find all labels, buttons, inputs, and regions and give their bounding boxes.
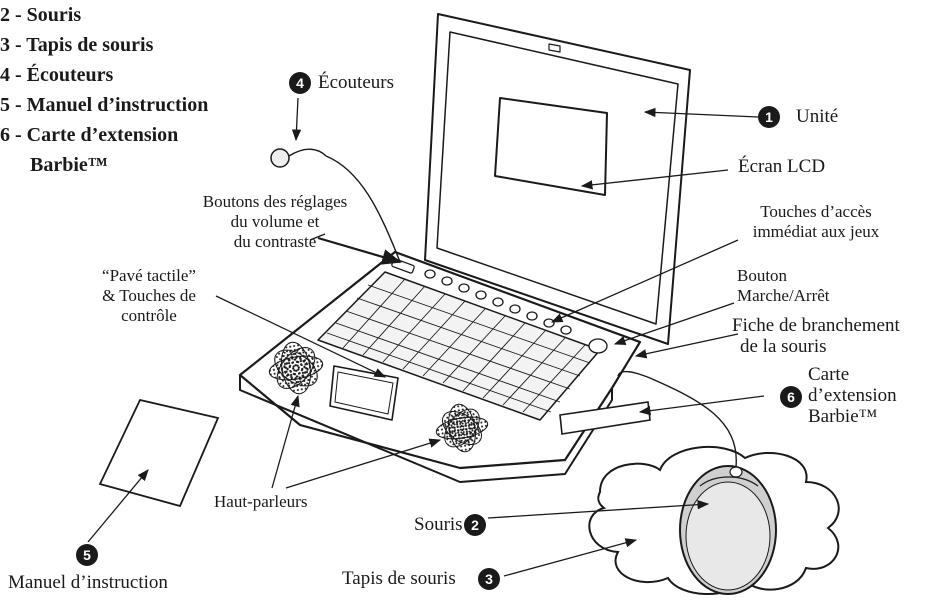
label-haut-parleurs: Haut-parleurs [214, 492, 308, 511]
label-ecran-lcd: Écran LCD [738, 156, 826, 177]
badge-ecouteurs: 4 [289, 72, 311, 94]
lcd-screen [494, 97, 608, 196]
list-item-souris: 2 - Souris [0, 4, 82, 26]
speaker-right [435, 403, 489, 453]
label-touches-acces: Touches d’accès immédiat aux jeux [752, 202, 880, 241]
label-fiche-branchement: Fiche de branchement de la souris [732, 315, 900, 357]
label-ecouteurs: Écouteurs [318, 72, 394, 93]
list-item-tapis: 3 - Tapis de souris [0, 34, 154, 56]
badge-unite: 1 [758, 106, 780, 128]
badge-carte: 6 [780, 386, 802, 408]
label-pave-tactile: “Pavé tactile” & Touches de contrôle [102, 266, 196, 325]
list-item-carte: 6 - Carte d’extension [0, 124, 179, 146]
badge-souris: 2 [464, 514, 486, 536]
barbie-cartridge [559, 401, 651, 435]
label-manuel: Manuel d’instruction [8, 572, 168, 593]
list-item-ecouteurs: 4 - Écouteurs [0, 64, 114, 86]
label-unite: Unité [796, 106, 839, 127]
speaker-left [268, 341, 324, 395]
laptop-lid [424, 13, 691, 345]
label-bouton-marche: Bouton Marche/Arrêt [737, 266, 830, 305]
component-list: 2 - Souris 3 - Tapis de souris 4 - Écout… [0, 0, 208, 180]
mouse [679, 465, 777, 595]
list-item-manuel: 5 - Manuel d’instruction [0, 94, 209, 116]
label-carte-extension: Carte d’extension Barbie™ [808, 364, 897, 427]
badge-manuel: 5 [76, 544, 98, 566]
label-tapis: Tapis de souris [342, 568, 456, 589]
list-item-barbie: Barbie™ [30, 154, 108, 176]
headphones [270, 148, 401, 263]
instruction-manual [98, 398, 220, 508]
power-button [588, 338, 608, 354]
label-boutons-reglages: Boutons des réglages du volume et du con… [202, 192, 348, 251]
label-souris: Souris [414, 514, 463, 535]
badge-tapis: 3 [478, 568, 500, 590]
